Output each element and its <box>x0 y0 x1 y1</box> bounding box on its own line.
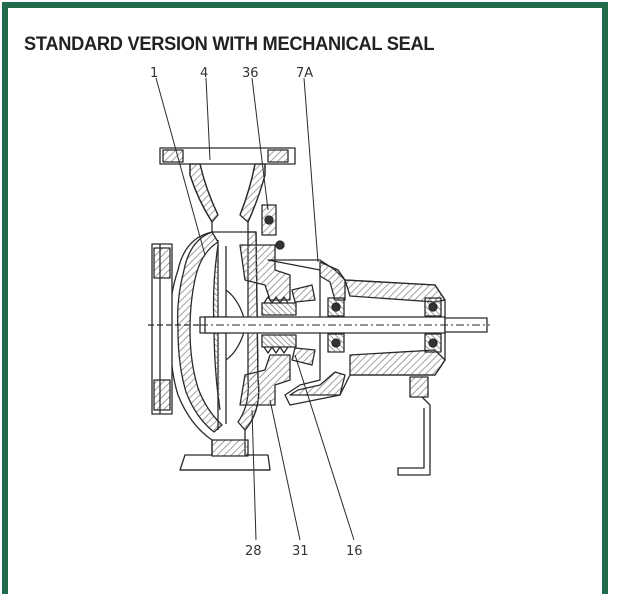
label-7a: 7A <box>296 66 313 81</box>
casing-cover <box>239 204 291 406</box>
label-36: 36 <box>242 66 259 81</box>
bottom-labels: 28 31 16 <box>245 544 363 559</box>
leader-lines <box>155 77 355 541</box>
label-4: 4 <box>200 66 208 81</box>
figure-title: STANDARD VERSION WITH MECHANICAL SEAL <box>24 34 435 55</box>
label-16: 16 <box>346 544 363 559</box>
support-foot <box>397 376 431 476</box>
bearings <box>327 297 442 353</box>
mechanical-seal <box>261 296 297 354</box>
top-labels: 1 4 36 7A <box>150 66 313 81</box>
shaft <box>200 316 490 334</box>
label-1: 1 <box>150 66 158 81</box>
label-28: 28 <box>245 544 262 559</box>
label-31: 31 <box>292 544 309 559</box>
suction-flange <box>148 243 200 415</box>
